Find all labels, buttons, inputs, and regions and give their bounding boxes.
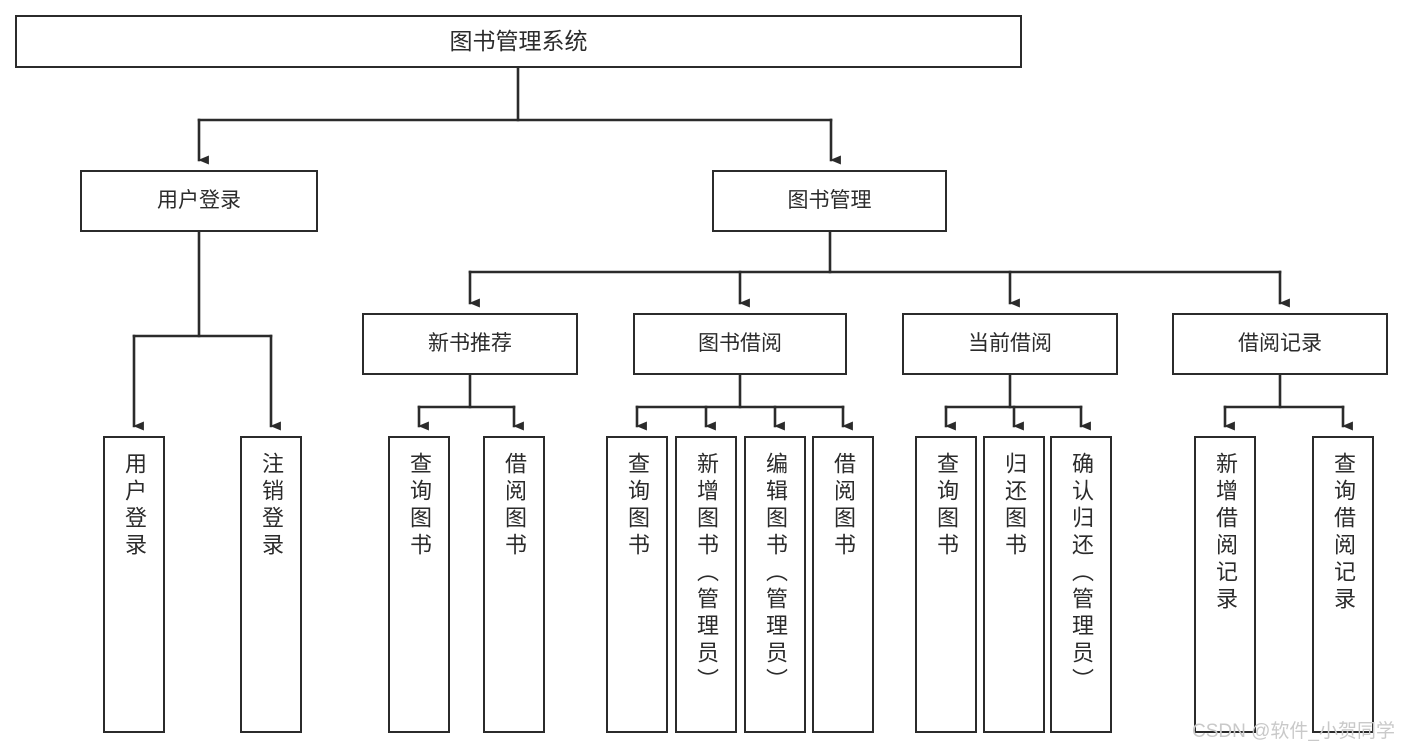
node-user-login-label: 用户登录 — [157, 188, 241, 212]
node-leaf-logout[interactable]: 注销登录 — [240, 436, 302, 733]
node-leaf-return-book-label: 归还图书 — [1002, 452, 1027, 560]
node-leaf-query-book-cur[interactable]: 查询图书 — [915, 436, 977, 733]
node-current-borrow[interactable]: 当前借阅 — [902, 313, 1118, 375]
node-leaf-return-book[interactable]: 归还图书 — [983, 436, 1045, 733]
node-leaf-query-book-rec-label: 查询图书 — [407, 452, 432, 560]
node-new-book-recommend[interactable]: 新书推荐 — [362, 313, 578, 375]
node-user-login[interactable]: 用户登录 — [80, 170, 318, 232]
node-book-management-label: 图书管理 — [787, 188, 872, 212]
node-leaf-edit-book-label: 编辑图书（管理员） — [763, 452, 788, 695]
node-current-borrow-label: 当前借阅 — [968, 331, 1052, 355]
node-borrow-record-label: 借阅记录 — [1238, 331, 1322, 355]
node-borrow-record[interactable]: 借阅记录 — [1172, 313, 1388, 375]
node-leaf-borrow-book[interactable]: 借阅图书 — [812, 436, 874, 733]
node-leaf-add-record[interactable]: 新增借阅记录 — [1194, 436, 1256, 733]
node-leaf-query-record-label: 查询借阅记录 — [1331, 452, 1356, 614]
node-leaf-user-login-label: 用户登录 — [122, 452, 147, 560]
node-book-borrow-label: 图书借阅 — [698, 331, 782, 355]
node-leaf-borrow-book-rec[interactable]: 借阅图书 — [483, 436, 545, 733]
node-leaf-add-record-label: 新增借阅记录 — [1213, 452, 1238, 614]
node-root-label: 图书管理系统 — [449, 27, 588, 54]
node-leaf-add-book[interactable]: 新增图书（管理员） — [675, 436, 737, 733]
node-leaf-borrow-book-rec-label: 借阅图书 — [502, 452, 527, 560]
node-leaf-edit-book[interactable]: 编辑图书（管理员） — [744, 436, 806, 733]
node-book-borrow[interactable]: 图书借阅 — [633, 313, 847, 375]
node-leaf-query-book-borrow-label: 查询图书 — [625, 452, 650, 560]
node-leaf-confirm-return-label: 确认归还（管理员） — [1069, 452, 1094, 695]
watermark: CSDN @软件_小贺同学 — [1192, 721, 1395, 742]
node-root[interactable]: 图书管理系统 — [15, 15, 1022, 68]
node-leaf-query-record[interactable]: 查询借阅记录 — [1312, 436, 1374, 733]
node-leaf-confirm-return[interactable]: 确认归还（管理员） — [1050, 436, 1112, 733]
node-leaf-borrow-book-label: 借阅图书 — [831, 452, 856, 560]
node-leaf-query-book-rec[interactable]: 查询图书 — [388, 436, 450, 733]
node-leaf-logout-label: 注销登录 — [259, 452, 284, 560]
node-leaf-query-book-borrow[interactable]: 查询图书 — [606, 436, 668, 733]
node-book-management[interactable]: 图书管理 — [712, 170, 947, 232]
node-new-book-recommend-label: 新书推荐 — [428, 331, 512, 355]
node-leaf-add-book-label: 新增图书（管理员） — [694, 452, 719, 695]
node-leaf-user-login[interactable]: 用户登录 — [103, 436, 165, 733]
node-leaf-query-book-cur-label: 查询图书 — [934, 452, 959, 560]
